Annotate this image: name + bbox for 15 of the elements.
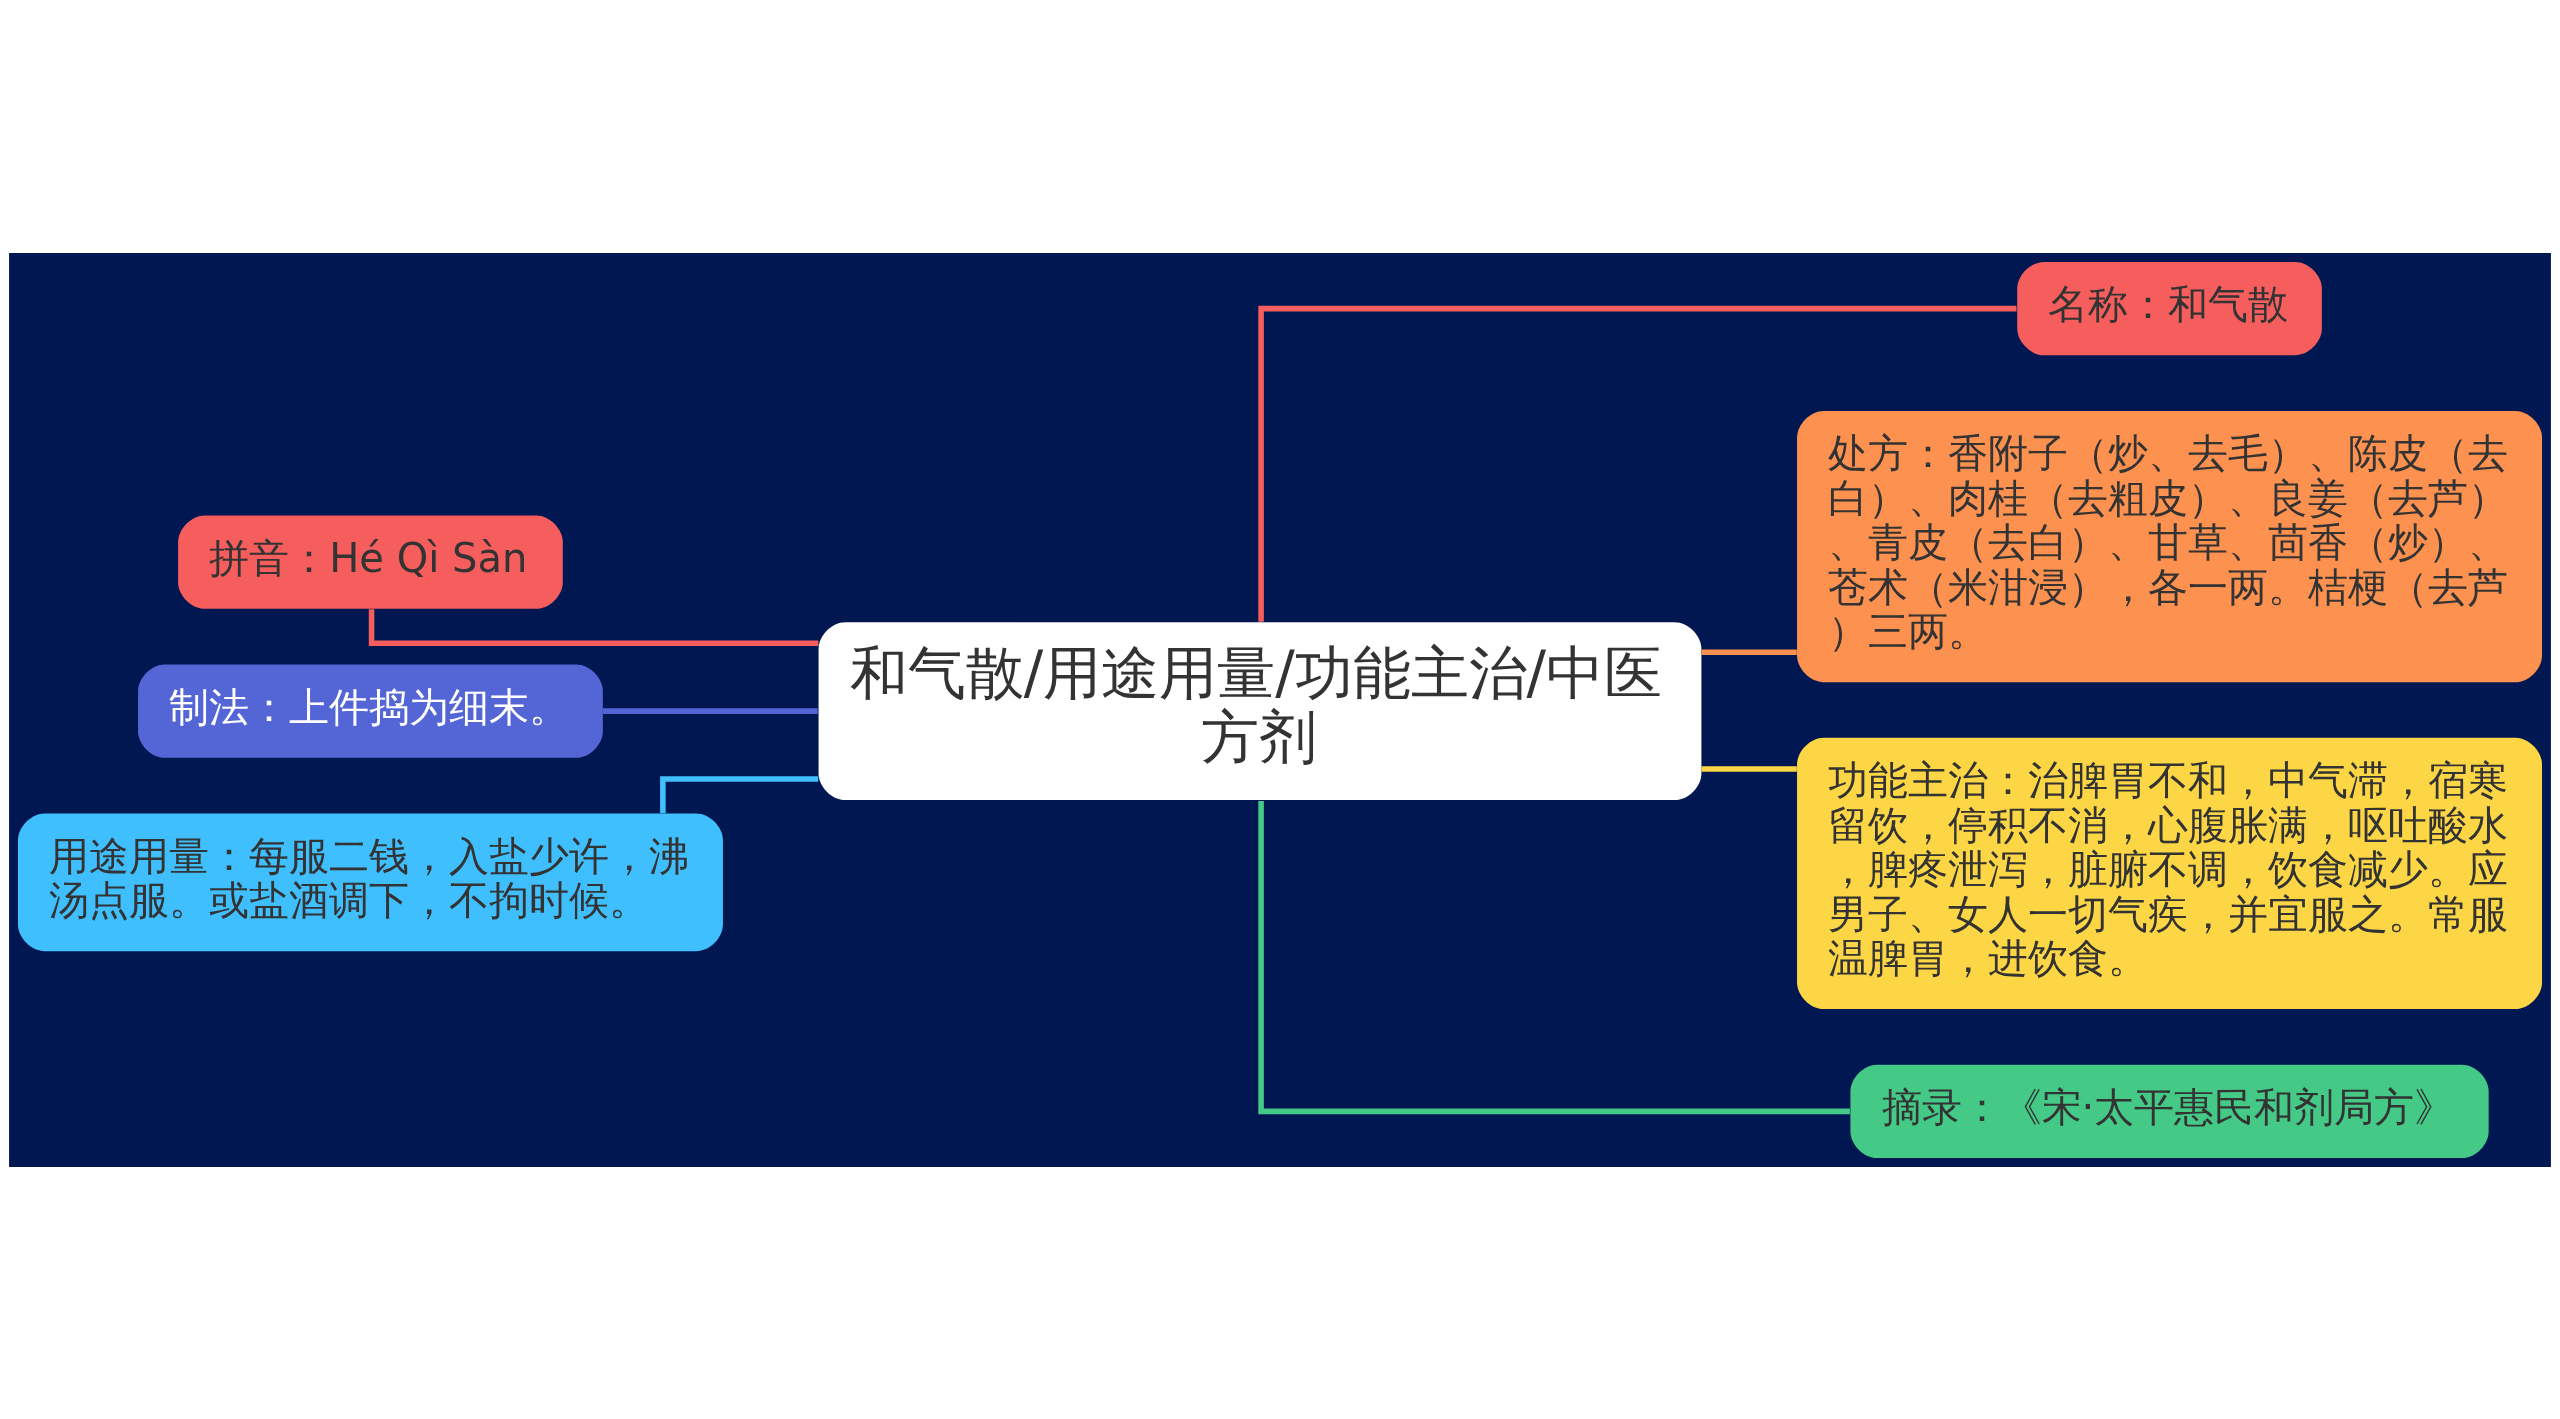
node-box: 和气散/用途用量/功能主治/中医方剂 [818, 621, 1702, 800]
connector [1701, 648, 1797, 655]
node-box: 名称：和气散 [2017, 261, 2322, 355]
node-box: 制法：上件捣为细末。 [138, 663, 603, 758]
connector [1258, 305, 2017, 622]
connector [368, 608, 819, 646]
node-box: 摘录：《宋·太平惠民和剂局方》 [1850, 1064, 2489, 1158]
node-box: 处方：香附子（炒、去毛）、陈皮（去白）、肉桂（去粗皮）、良姜（去芦）、青皮（去白）、甘草、茴香（炒）、苍术（米泔浸），各一两。桔梗（去芦）三两。 [1797, 410, 2543, 682]
node-box: 功能主治：治脾胃不和，中气滞，宿寒留饮，停积不消，心腹胀满，呕吐酸水，脾疼泄泻，脏腑不调，饮食减少。应男子、女人一切气疾，并宜服之。常服温脾胃，进饮食。 [1797, 737, 2543, 1009]
node-box: 用途用量：每服二钱，入盐少许，沸汤点服。或盐酒调下，不拘时候。 [17, 812, 723, 951]
connector [1701, 765, 1797, 772]
connector [1258, 800, 1850, 1114]
connector [660, 775, 819, 813]
connector [603, 707, 818, 714]
node-box: 拼音：Hé Qì Sàn [178, 514, 563, 609]
